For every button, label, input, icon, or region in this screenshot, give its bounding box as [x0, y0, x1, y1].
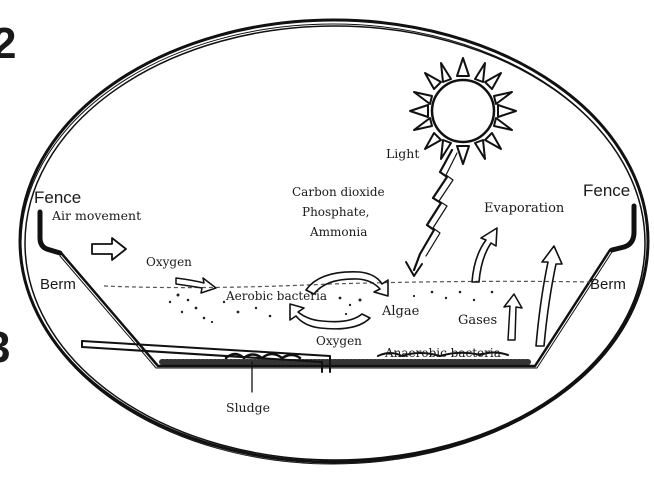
- berm-left-label: Berm: [40, 276, 76, 293]
- light-ray-arrow: [406, 150, 457, 276]
- oval-frame: [20, 20, 648, 464]
- phosphate-label: Phosphate,: [302, 205, 370, 219]
- ammonia-label: Ammonia: [309, 225, 367, 239]
- air-movement-arrow: [92, 238, 126, 260]
- water-particles: [169, 291, 494, 323]
- fence-right-post: [612, 206, 634, 250]
- light-label: Light: [386, 146, 419, 161]
- berm-right-label: Berm: [590, 276, 626, 293]
- sludge-label: Sludge: [226, 400, 270, 415]
- algae-label: Algae: [381, 304, 420, 319]
- evaporation-label: Evaporation: [484, 201, 565, 216]
- carbon-dioxide-label: Carbon dioxide: [292, 185, 385, 199]
- edge-mark-bottom: 3: [0, 323, 10, 372]
- oxygen-in-arrow: [176, 278, 216, 293]
- oxygen-top-label: Oxygen: [146, 255, 192, 269]
- air-movement-label: Air movement: [51, 208, 141, 223]
- sun-icon: [410, 58, 516, 164]
- aerobic-bacteria-label: Aerobic bacteria: [225, 289, 327, 303]
- evaporation-arrow: [472, 228, 497, 282]
- inlet-pipe: [82, 341, 330, 372]
- anaerobic-bacteria-label: Anaerobic bacteria: [384, 346, 501, 360]
- fence-right-label: Fence: [583, 181, 630, 200]
- edge-mark-top: 2: [0, 19, 16, 68]
- gases-label: Gases: [458, 313, 497, 328]
- oxygen-bottom-label: Oxygen: [316, 334, 362, 348]
- fence-left-label: Fence: [34, 188, 81, 207]
- gases-arrows: [504, 246, 562, 346]
